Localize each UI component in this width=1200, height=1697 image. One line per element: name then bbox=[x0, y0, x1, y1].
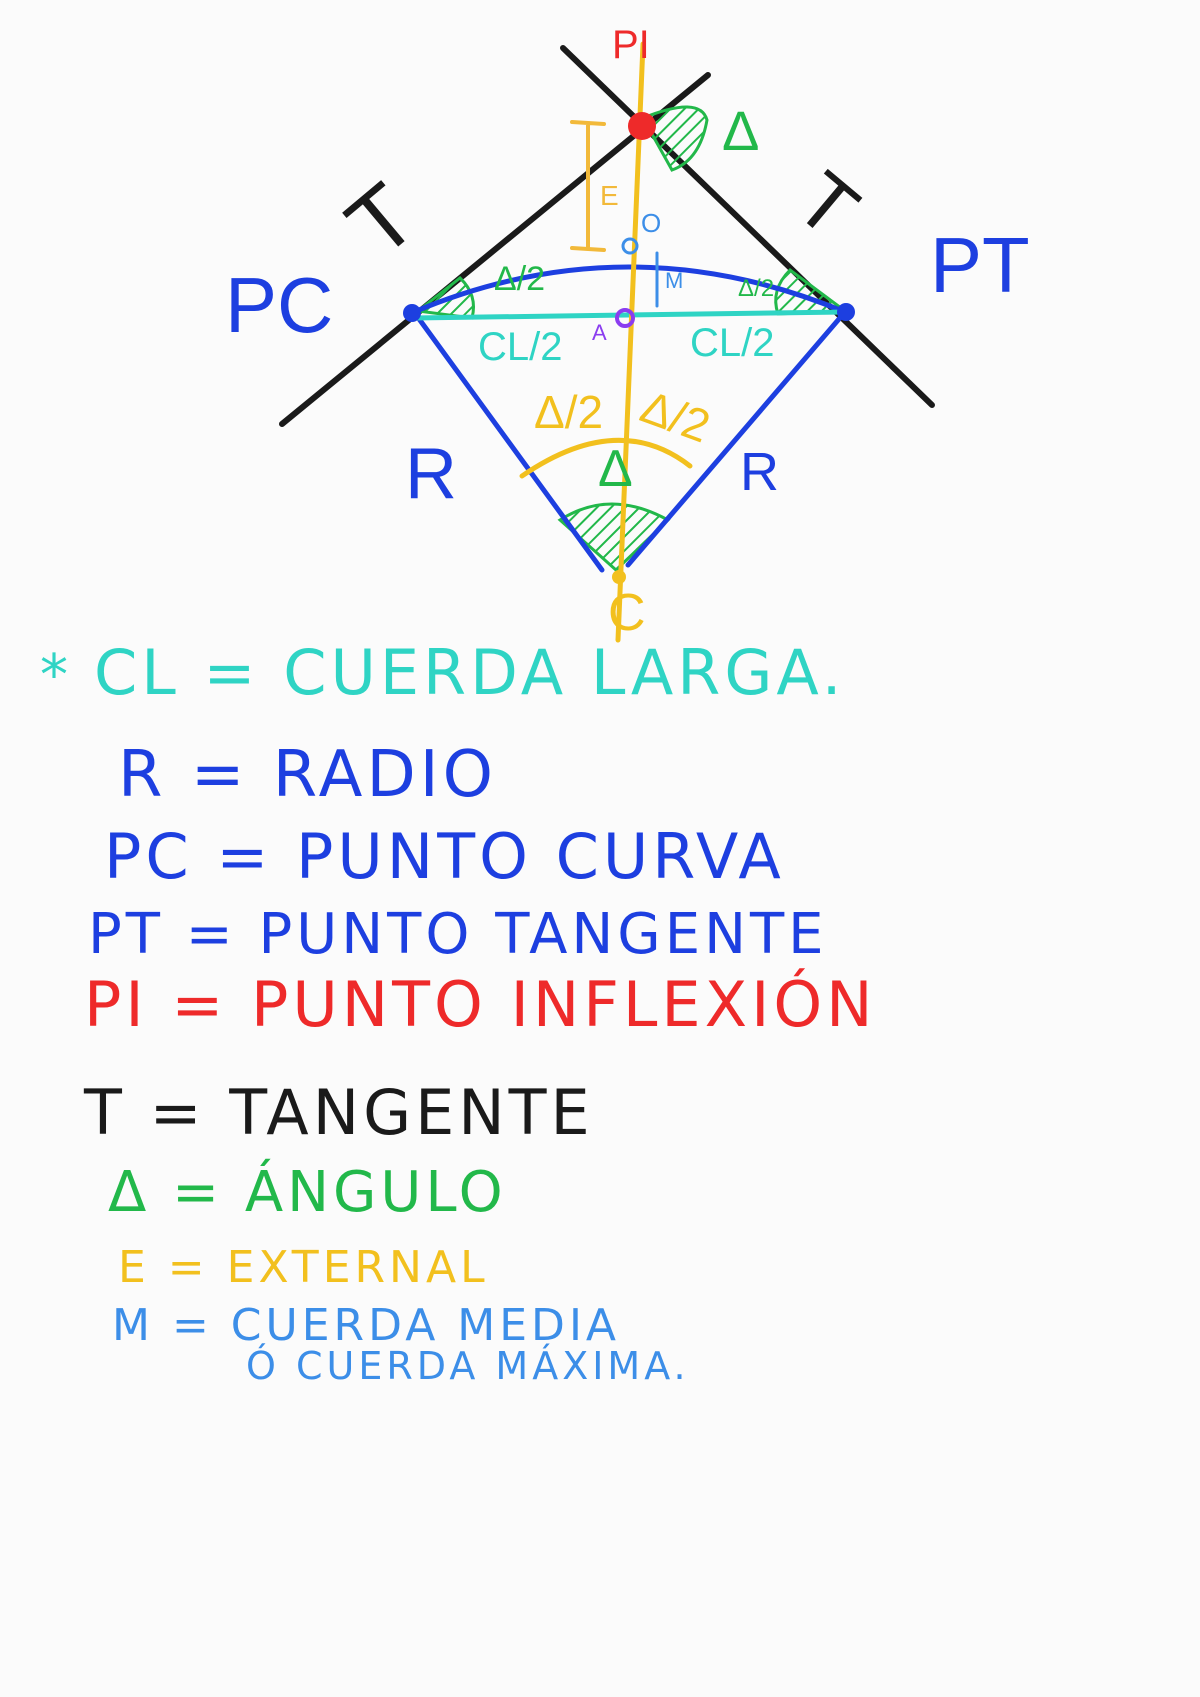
a-label: A bbox=[592, 320, 607, 345]
c-point bbox=[612, 570, 626, 584]
delta-top-label: Δ bbox=[722, 99, 759, 162]
pt-label: PT bbox=[930, 221, 1030, 309]
r-left-label: R bbox=[405, 434, 457, 514]
o-point bbox=[621, 237, 639, 255]
pi-point bbox=[628, 112, 656, 140]
cl-half-right-label: CL/2 bbox=[690, 321, 775, 365]
angle-at-pi bbox=[640, 105, 709, 172]
tangent-line-right bbox=[560, 45, 935, 408]
e-label: E bbox=[600, 180, 619, 211]
m-label: M bbox=[665, 268, 683, 293]
o-label: O bbox=[641, 208, 661, 238]
a-point bbox=[615, 308, 635, 328]
t-left-label: T bbox=[329, 165, 435, 277]
cl-half-left-label: CL/2 bbox=[478, 325, 563, 369]
c-label: C bbox=[608, 584, 646, 642]
pt-point bbox=[837, 303, 855, 321]
delta-half-pc-label: Δ/2 bbox=[494, 260, 545, 298]
pc-point bbox=[403, 304, 421, 322]
pc-label: PC bbox=[225, 261, 333, 349]
curve-arc bbox=[411, 264, 848, 315]
delta-half-pt-label: Δ/2 bbox=[738, 275, 774, 302]
radius-right bbox=[625, 309, 848, 568]
t-right-label: T bbox=[780, 155, 875, 255]
r-right-label: R bbox=[740, 442, 779, 502]
radius-left bbox=[411, 309, 605, 573]
center-angle-arc bbox=[519, 437, 693, 479]
delta-half-bottom-left-label: Δ/2 bbox=[534, 386, 603, 438]
external-bracket bbox=[570, 120, 606, 252]
bisector-line bbox=[615, 41, 646, 643]
pi-label: PI bbox=[612, 23, 650, 67]
delta-center-label: Δ bbox=[598, 440, 633, 498]
